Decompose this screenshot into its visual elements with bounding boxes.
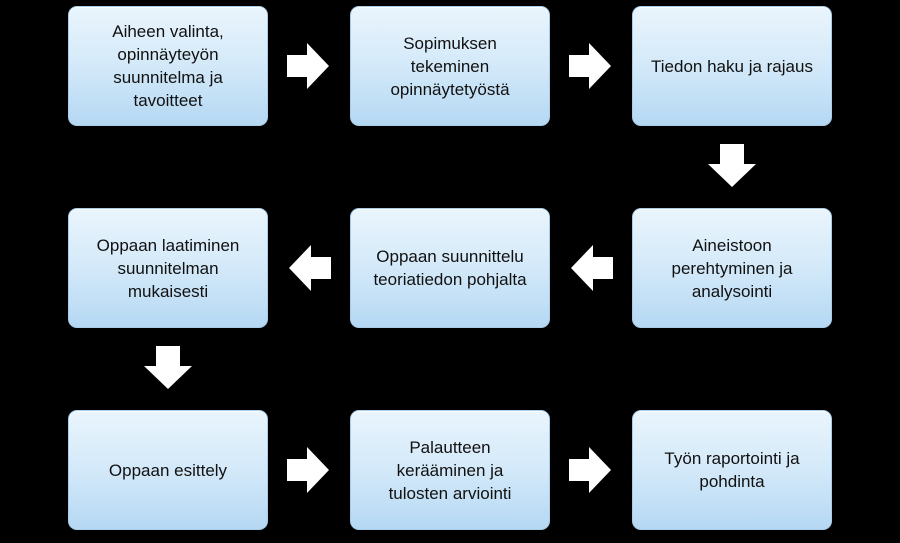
step-2-box: Sopimuksen tekeminen opinnäytetyöstä — [350, 6, 550, 126]
step-9-box: Työn raportointi ja pohdinta — [632, 410, 832, 530]
step-4-box: Aineistoon perehtyminen ja analysointi — [632, 208, 832, 328]
step-5-box: Oppaan suunnittelu teoriatiedon pohjalta — [350, 208, 550, 328]
right-arrow-icon — [569, 43, 611, 89]
step-6-label: Oppaan laatiminen suunnitelman mukaisest… — [96, 235, 240, 301]
right-arrow-icon — [287, 447, 329, 493]
step-8-label: Palautteen kerääminen ja tulosten arvioi… — [388, 437, 512, 503]
step-6-box: Oppaan laatiminen suunnitelman mukaisest… — [68, 208, 268, 328]
step-2-label: Sopimuksen tekeminen opinnäytetyöstä — [390, 33, 510, 99]
step-5-label: Oppaan suunnittelu teoriatiedon pohjalta — [373, 247, 527, 289]
left-arrow-icon — [289, 245, 331, 291]
right-arrow-icon — [287, 43, 329, 89]
step-1-box: Aiheen valinta, opinnäyteyön suunnitelma… — [68, 6, 268, 126]
step-4-label: Aineistoon perehtyminen ja analysointi — [671, 235, 793, 301]
step-1-label: Aiheen valinta, opinnäyteyön suunnitelma… — [112, 22, 224, 110]
step-7-box: Oppaan esittely — [68, 410, 268, 530]
step-7-label: Oppaan esittely — [108, 460, 228, 480]
step-3-box: Tiedon haku ja rajaus — [632, 6, 832, 126]
down-arrow-icon — [708, 144, 756, 187]
down-arrow-icon — [144, 346, 192, 389]
step-8-box: Palautteen kerääminen ja tulosten arvioi… — [350, 410, 550, 530]
left-arrow-icon — [571, 245, 613, 291]
step-3-label: Tiedon haku ja rajaus — [651, 56, 813, 76]
step-9-label: Työn raportointi ja pohdinta — [664, 449, 800, 491]
right-arrow-icon — [569, 447, 611, 493]
